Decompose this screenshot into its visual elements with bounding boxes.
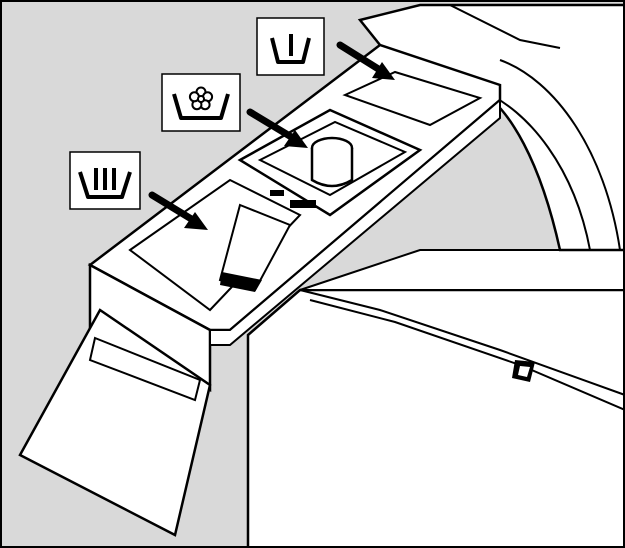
- main-wash-arrow-icon: [336, 41, 395, 80]
- mainwash-compartment-inner: [342, 70, 483, 127]
- drawer-front-face-side: [209, 97, 501, 346]
- main-wash-basin-icon: [270, 34, 311, 64]
- main-wash-symbol-box: [256, 17, 325, 76]
- fabric-conditioner-flower-basin-icon: [172, 86, 230, 120]
- front-indicator-inner: [518, 366, 530, 377]
- siphon-cap-body: [310, 148, 354, 188]
- pre-wash-basin-icon: [78, 168, 132, 199]
- machine-lid-edge: [299, 289, 625, 396]
- pre-wash-symbol-box: [69, 151, 141, 210]
- console-contour-2: [499, 59, 621, 251]
- siphon-slot-2: [290, 200, 316, 208]
- pre-wash-arrow-icon: [148, 191, 208, 230]
- conditioner-symbol-box: [161, 73, 241, 132]
- drawer-handle-grip: [88, 336, 202, 402]
- conditioner-arrow-icon: [246, 108, 308, 148]
- console-contour-3: [420, 4, 561, 49]
- funnel-outlet: [220, 272, 262, 292]
- machine-top-surface: [299, 249, 625, 291]
- machine-lid-edge-2: [309, 299, 625, 411]
- machine-front-panel: [246, 288, 625, 548]
- siphon-slot-1: [270, 190, 284, 196]
